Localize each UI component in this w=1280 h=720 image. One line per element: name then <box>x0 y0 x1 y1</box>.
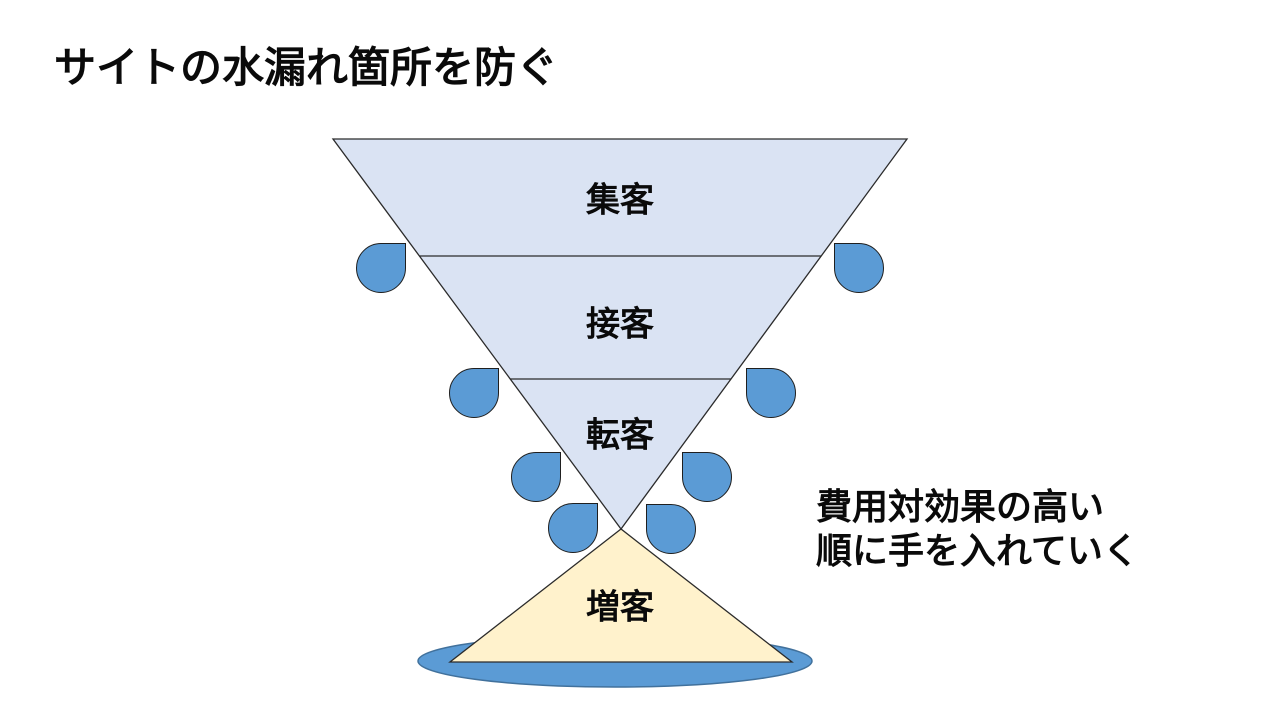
funnel-shape <box>331 138 909 531</box>
water-drop-icon <box>834 243 884 293</box>
basin-label: 増客 <box>586 587 654 628</box>
water-drop-icon <box>646 504 696 554</box>
water-drop-icon <box>511 452 561 502</box>
water-drop-icon <box>682 452 732 502</box>
basin-triangle <box>448 528 794 663</box>
funnel-stage-label-1: 集客 <box>586 180 654 221</box>
water-drop-icon <box>746 368 796 418</box>
water-drop-icon <box>548 503 598 553</box>
water-drop-icon <box>449 368 499 418</box>
funnel-stage-label-2: 接客 <box>586 304 654 345</box>
funnel-stage-label-3: 転客 <box>586 415 654 456</box>
page-title: サイトの水漏れ箇所を防ぐ <box>54 43 559 92</box>
side-note: 費用対効果の高い 順に手を入れていく <box>816 487 1139 572</box>
water-drop-icon <box>356 243 406 293</box>
